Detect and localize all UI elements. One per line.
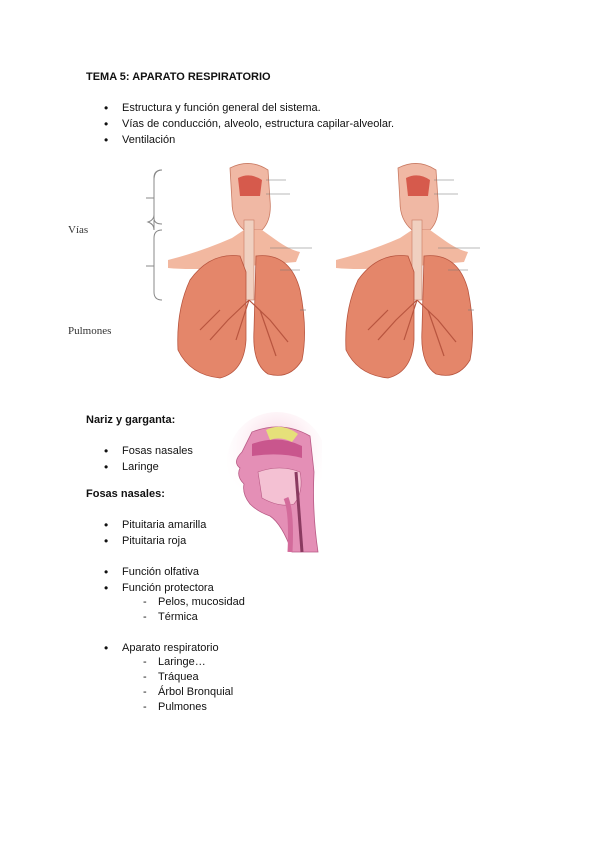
funciones-list: Función olfativa Función protectora xyxy=(104,564,214,596)
section-heading-fosas: Fosas nasales: xyxy=(86,488,165,500)
list-item: Fosas nasales xyxy=(104,443,193,459)
figure-label-vias: Vías xyxy=(68,224,89,236)
list-item: Función olfativa xyxy=(104,564,214,580)
list-item: Laringe xyxy=(104,459,193,475)
list-item: Térmica xyxy=(143,610,245,625)
nariz-list: Fosas nasales Laringe xyxy=(104,443,193,475)
aparato-sublist: Laringe… Tráquea Árbol Bronquial Pulmone… xyxy=(143,655,233,715)
page-title: TEMA 5: APARATO RESPIRATORIO xyxy=(86,71,271,83)
head-sagittal-illustration xyxy=(227,412,322,553)
intro-list: Estructura y función general del sistema… xyxy=(104,100,394,148)
lungs-diagram-right xyxy=(336,163,480,379)
list-item: Función protectora xyxy=(104,580,214,596)
list-item: Vías de conducción, alveolo, estructura … xyxy=(104,116,394,132)
section-heading-nariz: Nariz y garganta: xyxy=(86,414,176,426)
list-item: Estructura y función general del sistema… xyxy=(104,100,394,116)
list-item: Pelos, mucosidad xyxy=(143,595,245,610)
list-item: Pulmones xyxy=(143,700,233,715)
list-item: Tráquea xyxy=(143,670,233,685)
list-item: Ventilación xyxy=(104,132,394,148)
lungs-diagram-left xyxy=(168,163,312,379)
aparato-list: Aparato respiratorio xyxy=(104,640,219,656)
list-item: Pituitaria amarilla xyxy=(104,517,206,533)
list-item: Aparato respiratorio xyxy=(104,640,219,656)
fosas-list: Pituitaria amarilla Pituitaria roja xyxy=(104,517,206,549)
respiratory-system-illustration xyxy=(146,163,480,379)
funciones-sublist: Pelos, mucosidad Térmica xyxy=(143,595,245,625)
list-item: Árbol Bronquial xyxy=(143,685,233,700)
figure-label-pulmones: Pulmones xyxy=(68,325,112,337)
list-item: Laringe… xyxy=(143,655,233,670)
list-item: Pituitaria roja xyxy=(104,533,206,549)
